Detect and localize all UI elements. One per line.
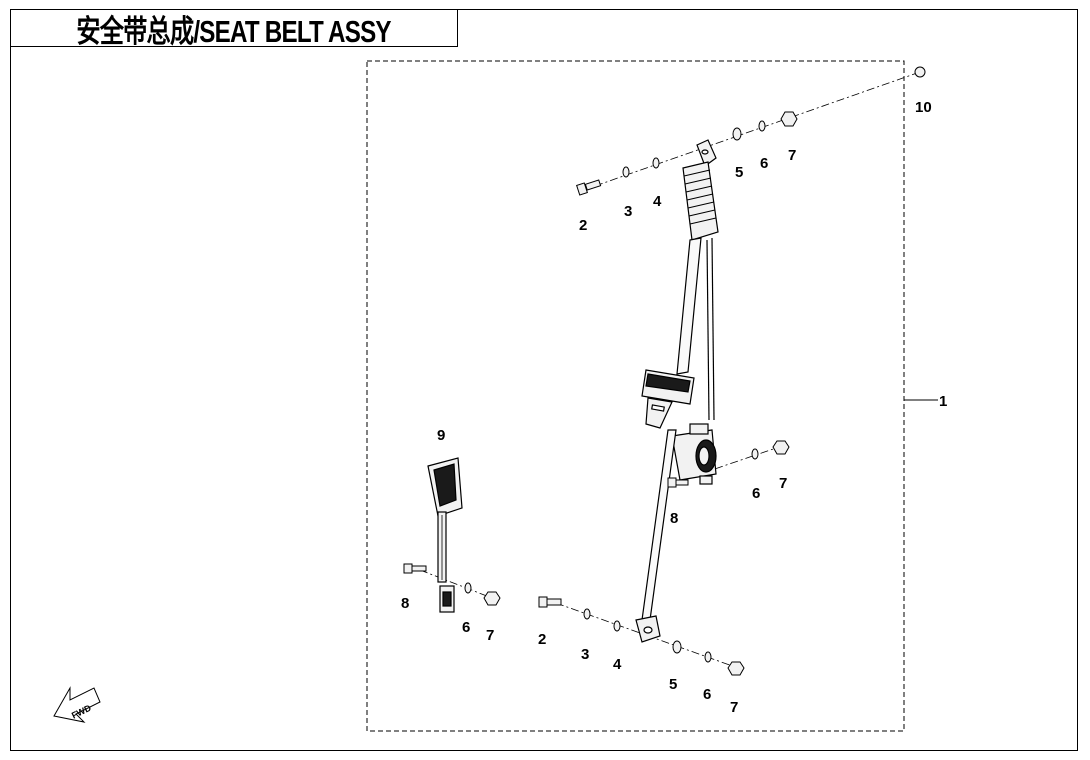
forward-arrow-icon: FWD bbox=[53, 686, 101, 723]
bolt-icon bbox=[576, 179, 602, 196]
label-3: 3 bbox=[624, 203, 632, 220]
part-labels: 1 2 3 4 5 6 7 10 6 7 8 9 8 6 7 2 3 4 5 6… bbox=[401, 99, 947, 716]
label-5: 5 bbox=[669, 676, 677, 693]
label-8: 8 bbox=[670, 510, 678, 527]
washer-icon bbox=[583, 608, 591, 620]
cap-nut-icon bbox=[914, 66, 926, 78]
label-3: 3 bbox=[581, 646, 589, 663]
label-2: 2 bbox=[579, 217, 587, 234]
washer-icon bbox=[704, 651, 712, 663]
drawing-frame bbox=[10, 9, 1078, 751]
spacer-icon bbox=[672, 640, 682, 654]
label-1: 1 bbox=[939, 393, 947, 410]
assembly-boundary bbox=[366, 60, 905, 732]
label-2: 2 bbox=[538, 631, 546, 648]
washer-icon bbox=[751, 448, 759, 460]
spring-washer-icon bbox=[613, 620, 621, 632]
nut-icon bbox=[727, 661, 745, 676]
bolt-icon bbox=[403, 563, 427, 574]
label-6: 6 bbox=[462, 619, 470, 636]
label-9: 9 bbox=[437, 427, 445, 444]
nut-icon bbox=[772, 440, 790, 455]
label-4: 4 bbox=[653, 193, 662, 210]
washer-icon bbox=[622, 166, 630, 178]
label-6: 6 bbox=[752, 485, 760, 502]
nut-icon bbox=[483, 591, 501, 606]
spacer-icon bbox=[732, 127, 742, 141]
title-box: 安全带总成/SEAT BELT ASSY bbox=[10, 9, 458, 49]
label-6: 6 bbox=[760, 155, 768, 172]
page-title: 安全带总成/SEAT BELT ASSY bbox=[76, 13, 392, 49]
buckle-part-9 bbox=[427, 457, 463, 613]
label-5: 5 bbox=[735, 164, 743, 181]
washer-icon bbox=[758, 120, 766, 132]
seat-belt-retractor-assembly bbox=[635, 139, 719, 643]
label-4: 4 bbox=[613, 656, 622, 673]
label-7: 7 bbox=[730, 699, 738, 716]
washer-icon bbox=[464, 582, 472, 594]
label-7: 7 bbox=[486, 627, 494, 644]
bolt-icon bbox=[667, 477, 689, 488]
spring-washer-icon bbox=[652, 157, 660, 169]
bolt-icon bbox=[538, 596, 562, 608]
label-10: 10 bbox=[915, 99, 932, 116]
label-6: 6 bbox=[703, 686, 711, 703]
nut-icon bbox=[780, 111, 798, 127]
label-7: 7 bbox=[788, 147, 796, 164]
label-7: 7 bbox=[779, 475, 787, 492]
center-lines bbox=[419, 71, 921, 669]
label-8: 8 bbox=[401, 595, 409, 612]
fasteners bbox=[403, 66, 926, 676]
